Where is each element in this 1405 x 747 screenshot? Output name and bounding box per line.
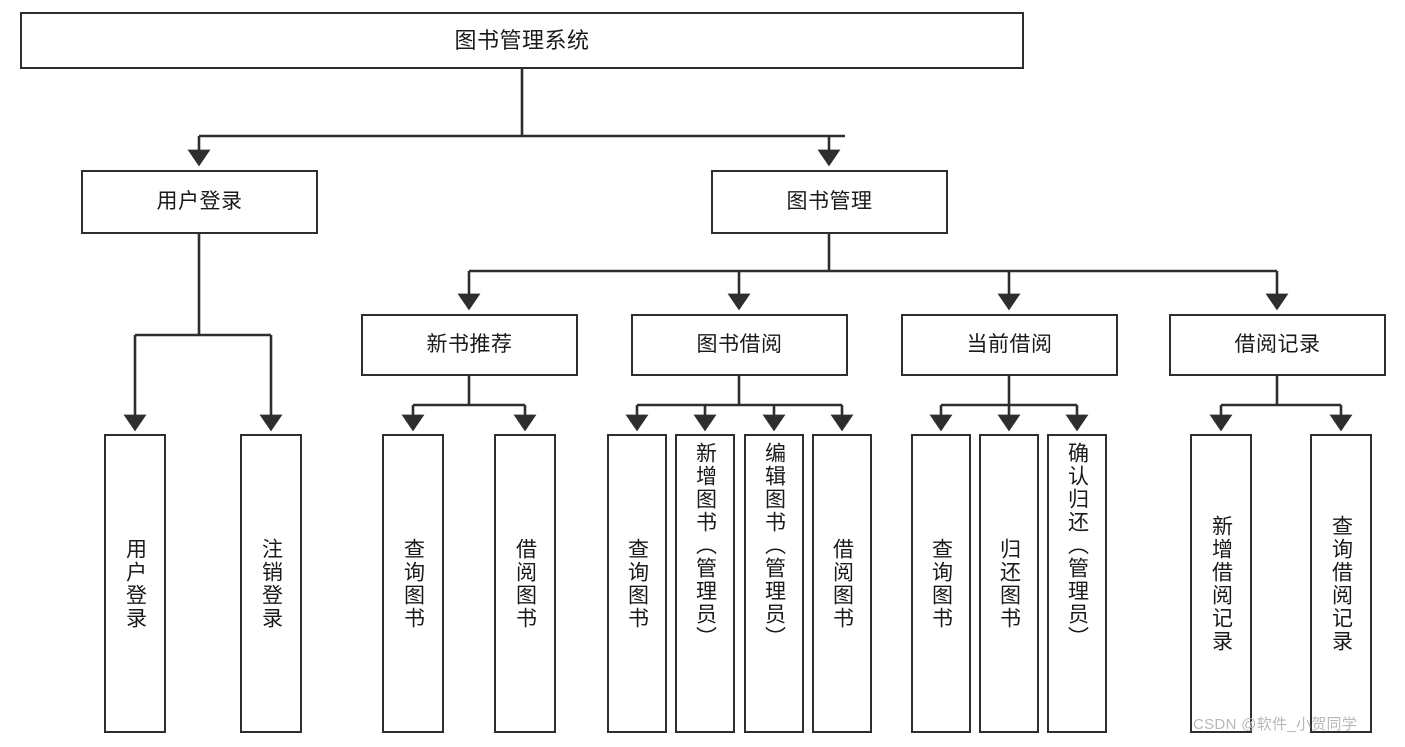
node-book-borrow[interactable]: 图书借阅 bbox=[631, 314, 848, 376]
node-root-system[interactable]: 图书管理系统 bbox=[20, 12, 1024, 69]
leaf-current-query-book[interactable]: 查询图书 bbox=[911, 434, 971, 733]
leaf-current-return-book[interactable]: 归还图书 bbox=[979, 434, 1039, 733]
node-label: 新书推荐 bbox=[426, 332, 513, 356]
node-borrow-record[interactable]: 借阅记录 bbox=[1169, 314, 1386, 376]
leaf-user-login-signout[interactable]: 注销登录 bbox=[240, 434, 302, 733]
node-label: 查询图书 bbox=[625, 537, 649, 630]
node-label: 图书管理 bbox=[786, 189, 873, 213]
node-label: 编辑图书（管理员） bbox=[762, 442, 786, 649]
leaf-new-book-query[interactable]: 查询图书 bbox=[382, 434, 444, 733]
leaf-record-add-record[interactable]: 新增借阅记录 bbox=[1190, 434, 1252, 733]
leaf-borrow-query-book[interactable]: 查询图书 bbox=[607, 434, 667, 733]
node-label: 当前借阅 bbox=[966, 332, 1053, 356]
node-label: 查询图书 bbox=[401, 537, 425, 630]
node-label: 查询借阅记录 bbox=[1329, 514, 1353, 653]
node-label: 用户登录 bbox=[156, 189, 243, 213]
node-label: 查询图书 bbox=[929, 537, 953, 630]
leaf-current-confirm-return-admin[interactable]: 确认归还（管理员） bbox=[1047, 434, 1107, 733]
leaf-record-query-record[interactable]: 查询借阅记录 bbox=[1310, 434, 1372, 733]
leaf-borrow-edit-book-admin[interactable]: 编辑图书（管理员） bbox=[744, 434, 804, 733]
node-user-login[interactable]: 用户登录 bbox=[81, 170, 318, 234]
leaf-borrow-add-book-admin[interactable]: 新增图书（管理员） bbox=[675, 434, 735, 733]
node-label: 借阅图书 bbox=[830, 537, 854, 630]
node-label: 新增图书（管理员） bbox=[693, 442, 717, 649]
node-label: 注销登录 bbox=[259, 537, 283, 630]
node-label: 图书管理系统 bbox=[454, 27, 590, 53]
node-current-borrow[interactable]: 当前借阅 bbox=[901, 314, 1118, 376]
leaf-new-book-borrow[interactable]: 借阅图书 bbox=[494, 434, 556, 733]
node-label: 用户登录 bbox=[123, 537, 147, 630]
leaf-borrow-borrow-book[interactable]: 借阅图书 bbox=[812, 434, 872, 733]
node-label: 借阅记录 bbox=[1234, 332, 1321, 356]
leaf-user-login-signin[interactable]: 用户登录 bbox=[104, 434, 166, 733]
node-label: 借阅图书 bbox=[513, 537, 537, 630]
node-label: 归还图书 bbox=[997, 537, 1021, 630]
node-label: 确认归还（管理员） bbox=[1065, 442, 1089, 649]
node-book-management[interactable]: 图书管理 bbox=[711, 170, 948, 234]
watermark: CSDN @软件_小贺同学 bbox=[1193, 716, 1358, 733]
node-label: 图书借阅 bbox=[696, 332, 783, 356]
node-label: 新增借阅记录 bbox=[1209, 514, 1233, 653]
node-new-book-recommend[interactable]: 新书推荐 bbox=[361, 314, 578, 376]
